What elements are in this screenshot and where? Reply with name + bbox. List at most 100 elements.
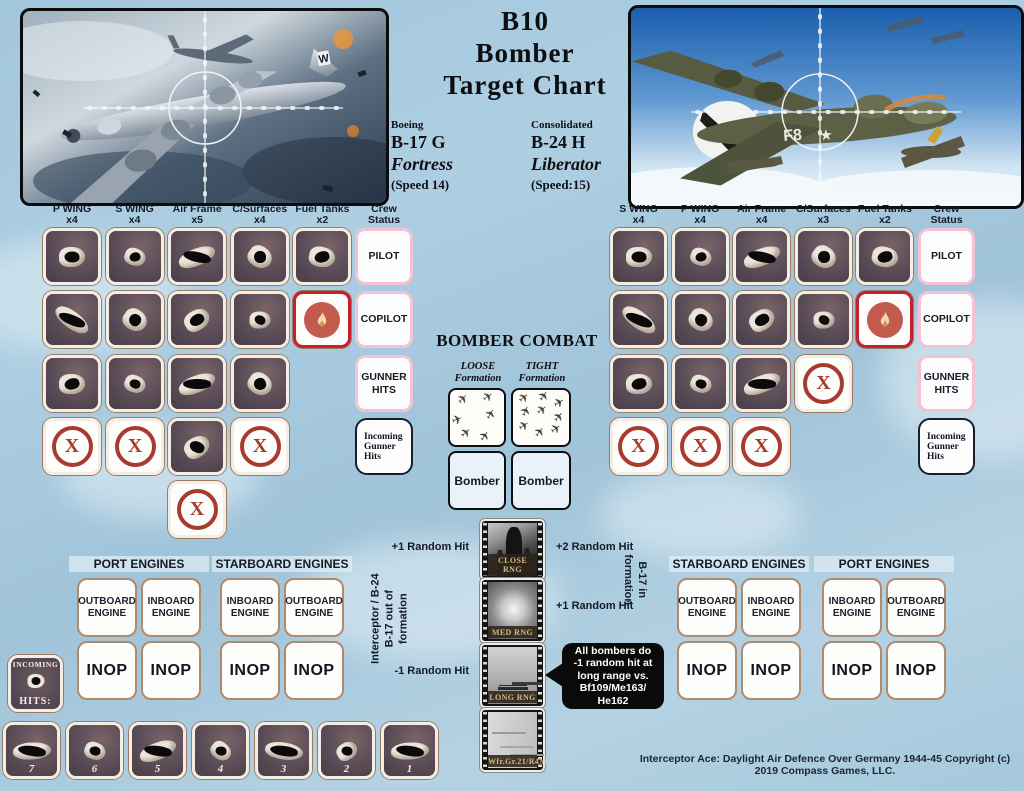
inboard-engine-box[interactable]: INBOARD ENGINE xyxy=(220,578,280,637)
incoming-hit-number: 1 xyxy=(406,763,413,775)
hit-box[interactable] xyxy=(231,291,289,348)
outboard-engine-box[interactable]: OUTBOARD ENGINE xyxy=(677,578,737,637)
hit-box[interactable] xyxy=(168,355,226,412)
inop-box[interactable]: INOP xyxy=(677,641,737,700)
film-perforation xyxy=(538,647,542,704)
hit-box[interactable] xyxy=(168,228,226,285)
crew-box-copilot[interactable]: COPILOT xyxy=(918,291,975,348)
x-icon: X xyxy=(114,426,156,467)
b24-maker: Consolidated xyxy=(531,119,593,131)
hit-box[interactable] xyxy=(168,418,226,475)
film-perforation xyxy=(538,523,542,576)
hit-box[interactable] xyxy=(733,291,790,348)
range-box-close[interactable]: CLOSE RNG xyxy=(480,519,545,580)
incoming-hits-label-bottom: HITS: xyxy=(19,696,52,707)
inop-box[interactable]: INOP xyxy=(77,641,137,700)
fire-box[interactable] xyxy=(293,291,351,348)
inop-box[interactable]: INOP xyxy=(886,641,946,700)
incoming-hit-number-box[interactable]: 1 xyxy=(381,722,438,779)
no-hit-box[interactable]: X xyxy=(106,418,164,475)
range-box-wfr[interactable]: Wfr.Gr.21/R4M xyxy=(480,708,547,772)
hit-box[interactable] xyxy=(106,291,164,348)
hit-box[interactable] xyxy=(672,355,729,412)
no-hit-box[interactable]: X xyxy=(672,418,729,475)
no-hit-box[interactable]: X xyxy=(610,418,667,475)
cloud-decoration xyxy=(600,470,800,560)
starboard-engines-title: STARBOARD ENGINES xyxy=(212,556,352,572)
inop-box[interactable]: INOP xyxy=(284,641,344,700)
outboard-engine-box[interactable]: OUTBOARD ENGINE xyxy=(77,578,137,637)
no-hit-box[interactable]: X xyxy=(795,355,852,412)
crew-box-copilot[interactable]: COPILOT xyxy=(355,291,413,348)
hit-box[interactable] xyxy=(43,228,101,285)
crew-box-incoming[interactable]: Incoming Gunner Hits xyxy=(918,418,975,475)
incoming-hit-number-box[interactable]: 7 xyxy=(3,722,60,779)
tight-formation-box[interactable]: ✈✈✈✈✈✈✈✈✈ xyxy=(511,388,571,447)
outboard-engine-box[interactable]: OUTBOARD ENGINE xyxy=(886,578,946,637)
bomber-box-loose[interactable]: Bomber xyxy=(448,451,506,510)
b17-name: Fortress xyxy=(391,154,454,174)
crew-box-pilot[interactable]: PILOT xyxy=(355,228,413,285)
hit-box[interactable] xyxy=(43,291,101,348)
incoming-hit-number: 2 xyxy=(343,763,350,775)
hit-box[interactable] xyxy=(856,228,913,285)
range-box-med[interactable]: MED RNG xyxy=(480,578,545,643)
tight-formation-label: TIGHT Formation xyxy=(518,361,566,384)
bomber-box-tight[interactable]: Bomber xyxy=(511,451,571,510)
loose-formation-box[interactable]: ✈✈✈✈✈✈ xyxy=(448,388,506,447)
column-header: P WING x4 xyxy=(52,203,92,227)
range-left-note: +1 Random Hit xyxy=(391,541,469,553)
hit-box[interactable] xyxy=(610,228,667,285)
hit-box[interactable] xyxy=(795,291,852,348)
bomber-plane-icon: ✈ xyxy=(482,406,501,423)
hit-box[interactable] xyxy=(610,355,667,412)
no-hit-box[interactable]: X xyxy=(168,481,226,538)
crew-box-gunner[interactable]: GUNNER HITS xyxy=(355,355,413,412)
hit-box[interactable] xyxy=(795,228,852,285)
inboard-engine-box[interactable]: INBOARD ENGINE xyxy=(741,578,801,637)
port-engines-title: PORT ENGINES xyxy=(814,556,954,572)
hit-box[interactable] xyxy=(293,228,351,285)
hit-box[interactable] xyxy=(168,291,226,348)
crew-box-pilot[interactable]: PILOT xyxy=(918,228,975,285)
incoming-hit-number-box[interactable]: 3 xyxy=(255,722,312,779)
hit-box[interactable] xyxy=(43,355,101,412)
crew-status-header: Crew Status xyxy=(930,203,963,227)
hit-box[interactable] xyxy=(672,228,729,285)
hit-box[interactable] xyxy=(106,355,164,412)
no-hit-box[interactable]: X xyxy=(43,418,101,475)
hit-box[interactable] xyxy=(231,355,289,412)
fire-box[interactable] xyxy=(856,291,913,348)
crew-box-gunner[interactable]: GUNNER HITS xyxy=(918,355,975,412)
column-header: Air Frame x5 xyxy=(172,203,222,227)
hit-box[interactable] xyxy=(672,291,729,348)
hit-box[interactable] xyxy=(106,228,164,285)
incoming-hit-number-box[interactable]: 2 xyxy=(318,722,375,779)
hit-box[interactable] xyxy=(733,228,790,285)
incoming-hits-box[interactable]: INCOMING HITS: xyxy=(8,655,63,712)
incoming-hit-number-box[interactable]: 4 xyxy=(192,722,249,779)
incoming-hit-number: 6 xyxy=(91,763,98,775)
incoming-hit-number: 4 xyxy=(217,763,224,775)
incoming-hit-number-box[interactable]: 6 xyxy=(66,722,123,779)
inop-box[interactable]: INOP xyxy=(822,641,882,700)
hit-box[interactable] xyxy=(733,355,790,412)
hit-box[interactable] xyxy=(610,291,667,348)
range-box-long[interactable]: LONG RNG xyxy=(480,643,545,708)
incoming-hit-number-box[interactable]: 5 xyxy=(129,722,186,779)
inboard-engine-box[interactable]: INBOARD ENGINE xyxy=(822,578,882,637)
inop-box[interactable]: INOP xyxy=(141,641,201,700)
film-perforation xyxy=(483,582,487,639)
engine-group-right-starboard: STARBOARD ENGINES OUTBOARD ENGINE INBOAR… xyxy=(669,556,809,700)
crew-box-incoming[interactable]: Incoming Gunner Hits xyxy=(355,418,413,475)
no-hit-box[interactable]: X xyxy=(231,418,289,475)
inop-box[interactable]: INOP xyxy=(220,641,280,700)
hit-box[interactable] xyxy=(231,228,289,285)
incoming-hit-number: 3 xyxy=(280,763,287,775)
inop-box[interactable]: INOP xyxy=(741,641,801,700)
svg-text:W: W xyxy=(318,52,331,66)
incoming-hit-number: 7 xyxy=(28,763,35,775)
outboard-engine-box[interactable]: OUTBOARD ENGINE xyxy=(284,578,344,637)
inboard-engine-box[interactable]: INBOARD ENGINE xyxy=(141,578,201,637)
no-hit-box[interactable]: X xyxy=(733,418,790,475)
